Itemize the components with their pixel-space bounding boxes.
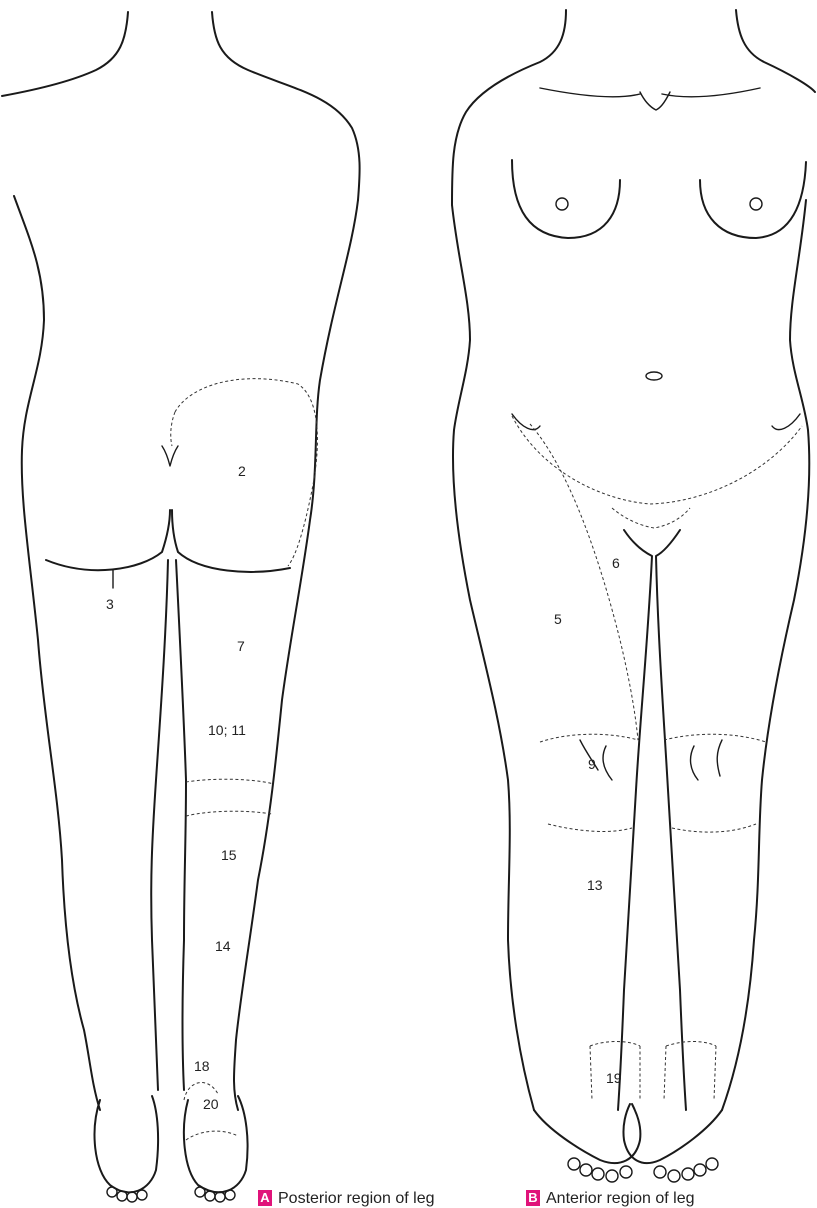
- breast-right: [700, 162, 806, 238]
- ankle-left: [590, 1042, 640, 1047]
- nipple-right: [750, 198, 762, 210]
- gluteal-fold-right: [172, 510, 290, 572]
- anterior-neck-right: [736, 10, 815, 92]
- posterior-figure: [2, 12, 360, 1202]
- intergluteal-cleft: [162, 446, 178, 466]
- knee-band-bottom: [186, 811, 272, 816]
- label-14: 14: [215, 938, 231, 954]
- knee-detail-right: [691, 740, 722, 780]
- zone-2-outline-inner: [171, 412, 175, 446]
- posterior-neck-right: [212, 12, 360, 200]
- label-18: 18: [194, 1058, 210, 1074]
- knee-left-top: [540, 734, 638, 742]
- knee-left-bottom: [548, 824, 632, 831]
- anterior-toes: [568, 1158, 718, 1182]
- label-19: 19: [606, 1070, 622, 1086]
- label-9: 9: [588, 756, 596, 772]
- posterior-inner-leg-right: [176, 560, 186, 1090]
- zone-2-outline: [175, 379, 317, 566]
- navel: [646, 372, 662, 380]
- hip-crease-left: [512, 414, 540, 430]
- zone-5-6-divider: [530, 424, 638, 740]
- knee-band-top: [186, 779, 274, 784]
- label-6: 6: [612, 555, 620, 571]
- hip-crease-right: [772, 414, 800, 430]
- knee-right-bottom: [672, 824, 756, 832]
- label-15: 15: [221, 847, 237, 863]
- posterior-left-contour: [14, 196, 100, 1110]
- posterior-toes: [107, 1187, 235, 1202]
- anterior-neck-left: [452, 10, 566, 205]
- posterior-right-contour: [234, 200, 358, 1110]
- knee-right-top: [664, 734, 766, 742]
- anterior-right-contour: [722, 200, 809, 1110]
- legend-a-text: Posterior region of leg: [278, 1190, 435, 1207]
- anterior-inner-leg-left: [618, 530, 652, 1110]
- label-13: 13: [587, 877, 603, 893]
- label-3: 3: [106, 596, 114, 612]
- anterior-foot-right: [623, 1104, 722, 1163]
- posterior-inner-leg-left: [151, 560, 168, 1090]
- posterior-neck-left: [2, 12, 128, 96]
- clavicles: [540, 88, 760, 97]
- heel-zone-20: [186, 1131, 238, 1140]
- ankle-right: [666, 1042, 716, 1047]
- anterior-left-contour: [452, 205, 534, 1110]
- anterior-figure: [452, 10, 815, 1182]
- label-2: 2: [238, 463, 246, 479]
- label-7: 7: [237, 638, 245, 654]
- anterior-inner-leg-right: [656, 530, 686, 1110]
- label-5: 5: [554, 611, 562, 627]
- legend-b-text: Anterior region of leg: [546, 1190, 695, 1207]
- label-20: 20: [203, 1096, 219, 1112]
- foot-right-edge: [664, 1046, 716, 1100]
- knee-detail-left: [580, 740, 612, 780]
- posterior-foot-left: [95, 1096, 159, 1192]
- inguinal-line: [512, 416, 802, 504]
- gluteal-fold-left: [46, 510, 170, 570]
- nipple-left: [556, 198, 568, 210]
- pubic-outline: [612, 508, 690, 528]
- label-10-11: 10; 11: [208, 722, 246, 738]
